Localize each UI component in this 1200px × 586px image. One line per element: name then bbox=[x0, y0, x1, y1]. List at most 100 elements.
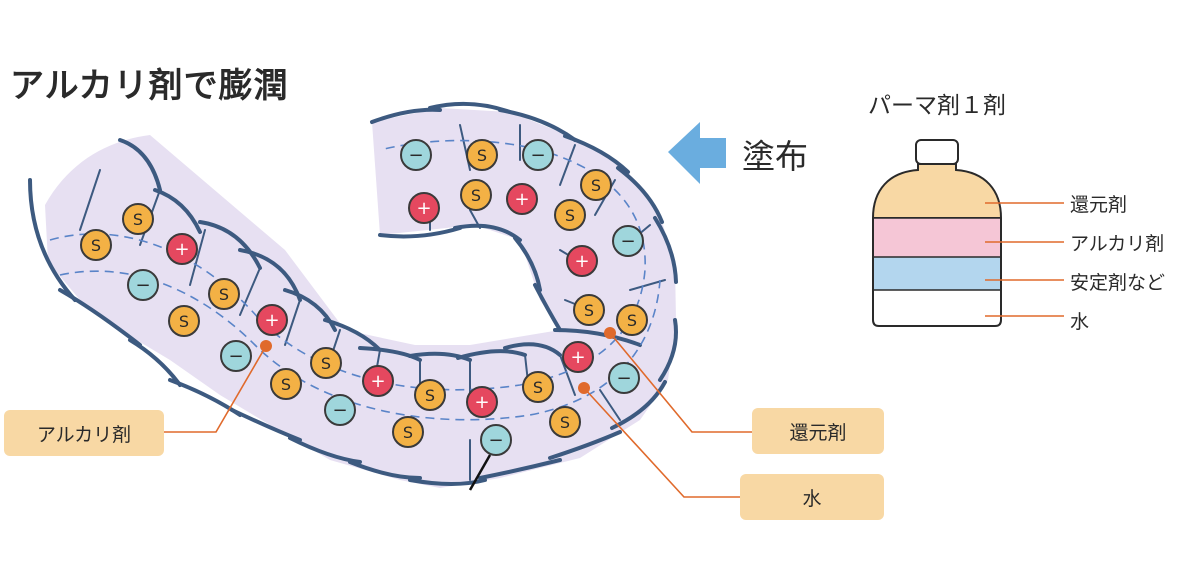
s-particle-circle bbox=[616, 304, 648, 336]
particles: SS+−SS+−SS+−SS+−SS+−SS+−SS−S−+S+ bbox=[80, 139, 648, 456]
callout-line-reducer bbox=[609, 332, 752, 433]
outer-scale-4 bbox=[283, 288, 337, 332]
upper-scale-8 bbox=[513, 236, 542, 292]
separator-4 bbox=[284, 299, 301, 346]
s-particle-symbol: S bbox=[91, 236, 101, 255]
separator-2 bbox=[189, 229, 206, 286]
inner-scale-10 bbox=[610, 380, 667, 430]
plus-particle-10: + bbox=[362, 365, 394, 397]
s-particle-13: S bbox=[392, 416, 424, 448]
s-particle-20: S bbox=[573, 294, 605, 326]
minus-particle-symbol: − bbox=[408, 145, 423, 166]
s-particle-circle bbox=[522, 371, 554, 403]
s-particle-symbol: S bbox=[321, 354, 331, 373]
plus-particle-circle bbox=[256, 304, 288, 336]
separator-3 bbox=[239, 267, 261, 316]
plus-particle-circle bbox=[506, 183, 538, 215]
minus-particle-symbol: − bbox=[616, 368, 631, 389]
s-particle-circle bbox=[554, 199, 586, 231]
outer-scale-6 bbox=[358, 346, 422, 362]
s-particle-symbol: S bbox=[403, 423, 413, 442]
inner-scale-8 bbox=[478, 458, 562, 480]
plus-particle-31: + bbox=[506, 183, 538, 215]
minus-particle-symbol: − bbox=[488, 430, 503, 451]
minus-particle-symbol: − bbox=[620, 231, 635, 252]
s-particle-circle bbox=[460, 179, 492, 211]
bottle-legend-stabilizer: 安定剤など bbox=[1070, 272, 1166, 294]
minus-particle-symbol: − bbox=[332, 400, 347, 421]
s-particle-circle bbox=[573, 294, 605, 326]
separator-10 bbox=[559, 354, 576, 396]
s-particle-27: S bbox=[466, 139, 498, 171]
fiber-line bbox=[468, 454, 492, 491]
plus-particle-symbol: + bbox=[416, 198, 431, 219]
inner-scale-0 bbox=[28, 178, 77, 302]
s-particle-8: S bbox=[310, 347, 342, 379]
s-particle-symbol: S bbox=[627, 311, 637, 330]
callout-lines bbox=[164, 327, 752, 498]
plus-particle-29: + bbox=[408, 192, 440, 224]
bottle-neck bbox=[871, 163, 1003, 219]
callout-dot-reducer bbox=[604, 327, 616, 339]
minus-particle-circle bbox=[612, 225, 644, 257]
s-particle-symbol: S bbox=[133, 210, 143, 229]
plus-particle-circle bbox=[408, 192, 440, 224]
minus-particle-circle bbox=[480, 424, 512, 456]
bottle-title: パーマ剤１剤 bbox=[868, 93, 1006, 119]
bottle-layer-1 bbox=[873, 218, 1001, 257]
s-particle-circle bbox=[270, 368, 302, 400]
callout-tag-reducer: 還元剤 bbox=[752, 408, 884, 454]
outer-scale-9 bbox=[503, 342, 562, 357]
outer-scale-1 bbox=[153, 188, 202, 234]
outer-scale-3 bbox=[238, 248, 302, 302]
s-particle-symbol: S bbox=[219, 285, 229, 304]
plus-particle-symbol: + bbox=[264, 310, 279, 331]
minus-particle-circle bbox=[127, 269, 159, 301]
bottle-legend-reducer: 還元剤 bbox=[1070, 194, 1128, 216]
s-particle-symbol: S bbox=[584, 301, 594, 320]
separator-0 bbox=[79, 169, 101, 231]
upper-scale-4 bbox=[616, 166, 664, 224]
s-particle-symbol: S bbox=[477, 146, 487, 165]
s-particle-symbol: S bbox=[281, 375, 291, 394]
s-particle-16: S bbox=[522, 371, 554, 403]
upper-scale-0 bbox=[370, 107, 442, 124]
plus-particle-circle bbox=[362, 365, 394, 397]
minus-particle-circle bbox=[220, 340, 252, 372]
s-particle-circle bbox=[414, 379, 446, 411]
s-particle-circle bbox=[549, 406, 581, 438]
plus-particle-symbol: + bbox=[474, 392, 489, 413]
inner-scale-6 bbox=[348, 460, 422, 480]
bottle-legend-water: 水 bbox=[1070, 311, 1090, 333]
s-particle-circle bbox=[80, 229, 112, 261]
callout-tag-water: 水 bbox=[740, 474, 884, 520]
callout-line-alkali bbox=[164, 345, 267, 433]
plus-particle-circle bbox=[562, 341, 594, 373]
outer-scale-0 bbox=[118, 138, 162, 192]
outer-scale-5 bbox=[323, 318, 382, 352]
s-particle-4: S bbox=[208, 278, 240, 310]
minus-particle-11: − bbox=[324, 394, 356, 426]
upper-scale-5 bbox=[653, 216, 678, 284]
s-particle-25: S bbox=[580, 169, 612, 201]
s-particle-circle bbox=[392, 416, 424, 448]
callout-tag-alkali: アルカリ剤 bbox=[4, 410, 164, 456]
minus-particle-28: − bbox=[522, 139, 554, 171]
s-particle-circle bbox=[208, 278, 240, 310]
inner-scale-7 bbox=[408, 478, 487, 486]
plus-particle-symbol: + bbox=[574, 251, 589, 272]
plus-particle-14: + bbox=[466, 386, 498, 418]
s-particle-circle bbox=[310, 347, 342, 379]
inner-scale-1 bbox=[58, 288, 142, 347]
minus-particle-circle bbox=[324, 394, 356, 426]
separator-13 bbox=[559, 144, 576, 186]
inner-scale-4 bbox=[230, 408, 302, 442]
hair-cuticle-segments bbox=[28, 101, 678, 491]
s-particle-symbol: S bbox=[533, 378, 543, 397]
callout-line-water bbox=[583, 387, 740, 498]
minus-particle-19: − bbox=[608, 362, 640, 394]
plus-particle-symbol: + bbox=[370, 371, 385, 392]
upper-scale-10 bbox=[553, 328, 642, 347]
